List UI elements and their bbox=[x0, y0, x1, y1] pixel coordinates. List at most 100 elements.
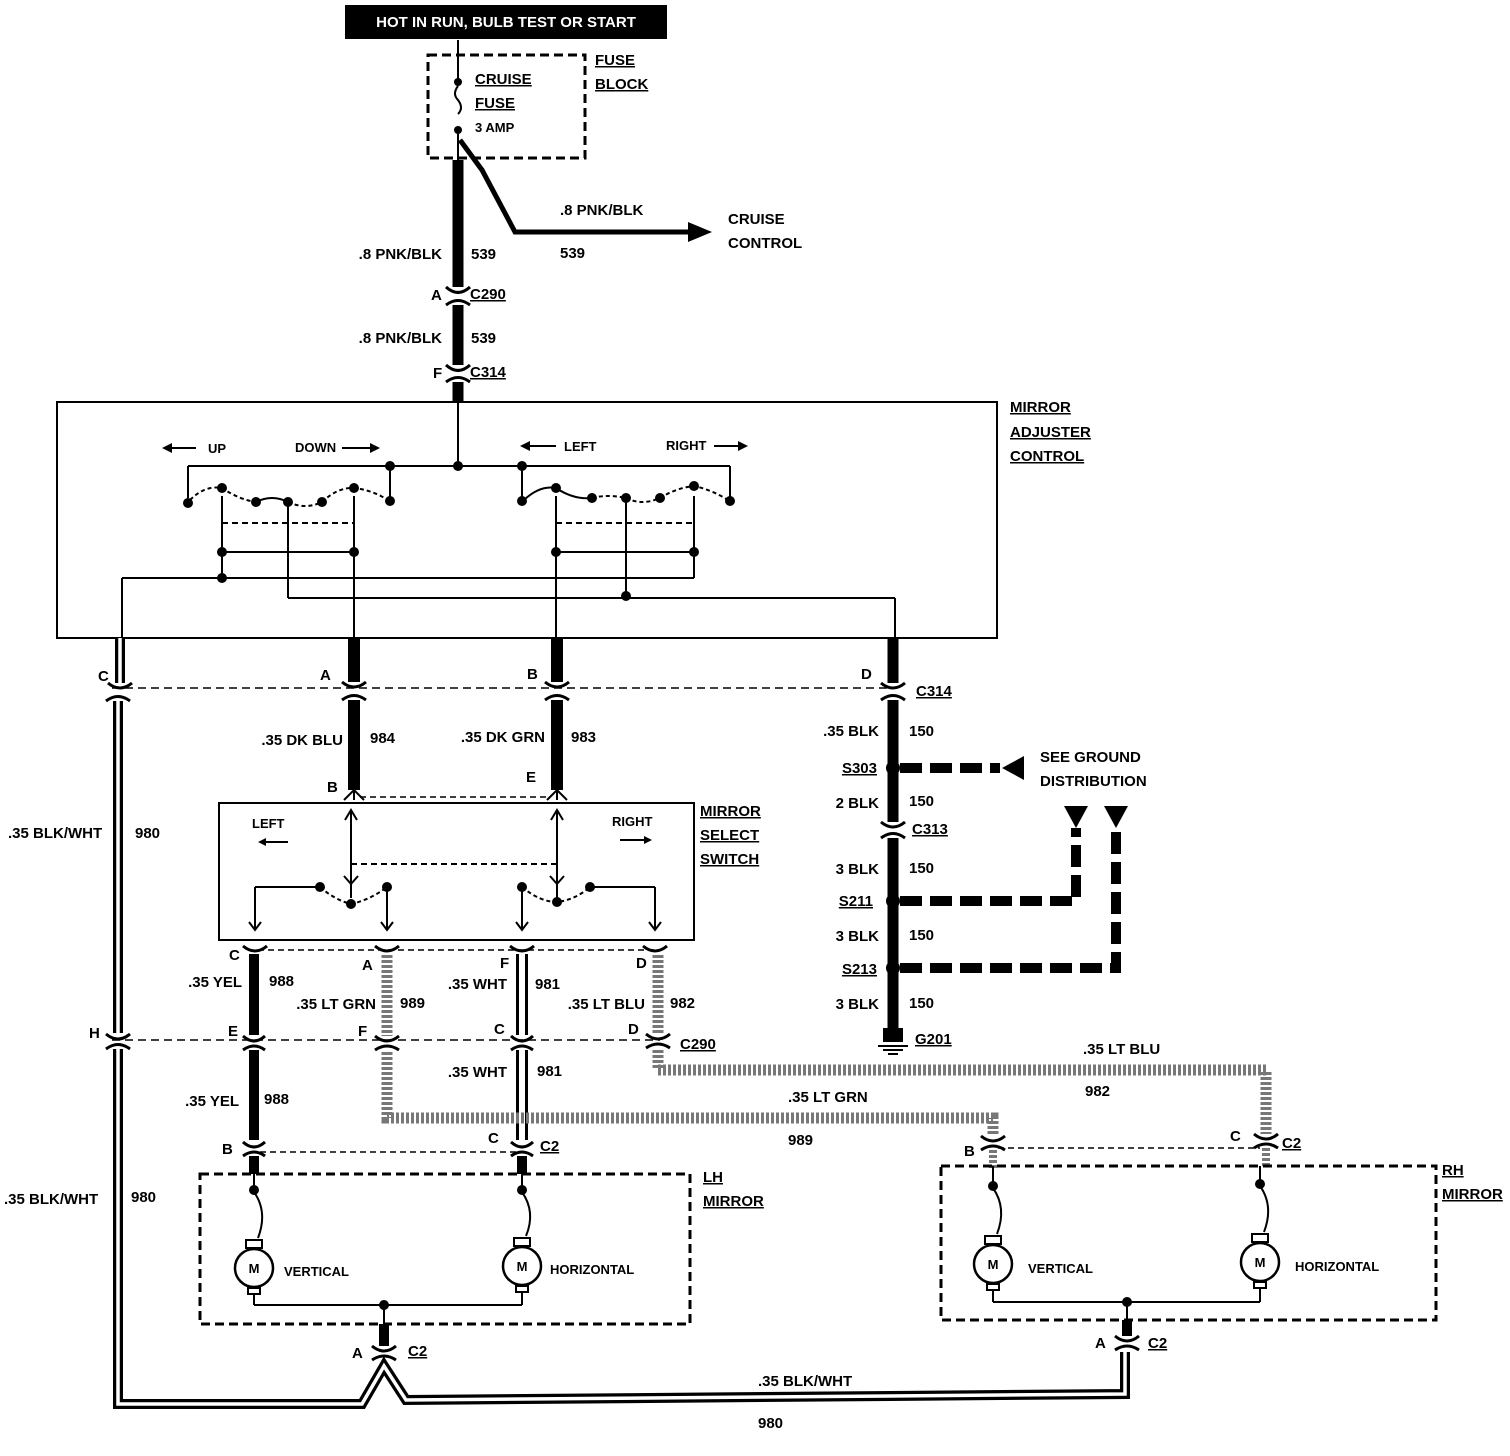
svg-text:M: M bbox=[249, 1261, 260, 1276]
svg-text:M: M bbox=[988, 1257, 999, 1272]
c290-pin-h: H bbox=[89, 1025, 100, 1042]
banner-text: HOT IN RUN, BULB TEST OR START bbox=[376, 14, 636, 31]
wire-981-color-2: .35 WHT bbox=[448, 1064, 507, 1081]
wire-150-circuit-3: 150 bbox=[909, 860, 934, 877]
adjuster-title-2: ADJUSTER bbox=[1010, 424, 1091, 441]
sw-pin-d: D bbox=[636, 955, 647, 972]
c314-pin-c: C bbox=[98, 668, 109, 685]
switch-left-label: LEFT bbox=[252, 816, 285, 831]
c290-pin-c: C bbox=[494, 1021, 505, 1038]
wire-150-color-2: 2 BLK bbox=[836, 795, 880, 812]
c2-lh-pin-a: A bbox=[352, 1345, 363, 1362]
lh-horizontal-label: HORIZONTAL bbox=[550, 1262, 634, 1277]
feed-circuit-1: 539 bbox=[471, 246, 496, 263]
wire-982-color-1: .35 LT BLU bbox=[568, 996, 645, 1013]
wire-989: .35 LT GRN 989 .35 LT GRN 989 bbox=[296, 955, 999, 1149]
ground-distribution: SEE GROUND DISTRIBUTION bbox=[900, 749, 1147, 973]
c290-pin-d: D bbox=[628, 1021, 639, 1038]
switch-title-1: MIRROR bbox=[700, 803, 761, 820]
wire-983: .35 DK GRN 983 bbox=[461, 638, 596, 790]
c2-rh-lower-label: C2 bbox=[1148, 1335, 1167, 1352]
wire-989-color-1: .35 LT GRN bbox=[296, 996, 376, 1013]
feed-wire-label-1: .8 PNK/BLK bbox=[359, 246, 443, 263]
rh-mirror-title-1: RH bbox=[1442, 1162, 1464, 1179]
cruise-circuit-label: 539 bbox=[560, 245, 585, 262]
wire-989-circuit-1: 989 bbox=[400, 995, 425, 1012]
wire-150-color-4: 3 BLK bbox=[836, 928, 880, 945]
feed-wire: .8 PNK/BLK 539 A C290 .8 PNK/BLK 539 F C… bbox=[359, 160, 507, 402]
wire-981: .35 WHT 981 .35 WHT 981 C C2 bbox=[448, 954, 562, 1174]
c313-label: C313 bbox=[912, 821, 948, 838]
wire-980-color-3: .35 BLK/WHT bbox=[758, 1373, 852, 1390]
lh-vertical-motor-icon: M bbox=[233, 1239, 275, 1295]
adjuster-right-label: RIGHT bbox=[666, 438, 707, 453]
wire-980: .35 BLK/WHT 980 .35 BLK/WHT 980 .35 BLK/… bbox=[4, 638, 1167, 1432]
lh-mirror-title-1: LH bbox=[703, 1169, 723, 1186]
switch-right-label: RIGHT bbox=[612, 814, 653, 829]
c2-rh-connector: B C C2 bbox=[964, 1128, 1301, 1168]
c314-connector-row: C A B D C314 bbox=[98, 666, 953, 700]
cruise-wire-label: .8 PNK/BLK bbox=[560, 202, 644, 219]
c290-pin-e: E bbox=[228, 1023, 238, 1040]
c290-lower-label: C290 bbox=[680, 1036, 716, 1053]
ground-note-2: DISTRIBUTION bbox=[1040, 773, 1147, 790]
lh-mirror-title-2: MIRROR bbox=[703, 1193, 764, 1210]
c290-pin-a: A bbox=[431, 287, 442, 304]
adjuster-down-label: DOWN bbox=[295, 440, 336, 455]
c290-top-label: C290 bbox=[470, 286, 506, 303]
wire-980-circuit-1: 980 bbox=[135, 825, 160, 842]
lh-horizontal-motor-icon: M bbox=[501, 1237, 543, 1293]
wire-982-circuit-1: 982 bbox=[670, 995, 695, 1012]
adjuster-title-3: CONTROL bbox=[1010, 448, 1084, 465]
svg-text:M: M bbox=[1255, 1255, 1266, 1270]
wire-982: .35 LT BLU 982 .35 LT BLU 982 bbox=[568, 955, 1272, 1134]
sw-pin-c: C bbox=[229, 947, 240, 964]
c2-lh-lower-label: C2 bbox=[408, 1343, 427, 1360]
wire-981-color-1: .35 WHT bbox=[448, 976, 507, 993]
c2-lh-pin-b: B bbox=[222, 1141, 233, 1158]
svg-text:M: M bbox=[517, 1259, 528, 1274]
rh-mirror-title-2: MIRROR bbox=[1442, 1186, 1503, 1203]
feed-wire-label-2: .8 PNK/BLK bbox=[359, 330, 443, 347]
wire-983-color: .35 DK GRN bbox=[461, 729, 545, 746]
wire-988-circuit-1: 988 bbox=[269, 973, 294, 990]
fuse-block: CRUISE FUSE 3 AMP FUSE BLOCK bbox=[426, 40, 648, 160]
wire-984-color: .35 DK BLU bbox=[261, 732, 343, 749]
cruise-branch: .8 PNK/BLK 539 CRUISE CONTROL bbox=[457, 138, 802, 262]
mirror-select-switch: B E MIRROR SELECT SWITCH LEFT RIGHT bbox=[218, 769, 761, 941]
adjuster-up-label: UP bbox=[208, 441, 226, 456]
switch-pin-b: B bbox=[327, 779, 338, 796]
cruise-dest-2: CONTROL bbox=[728, 235, 802, 252]
mirror-adjuster-control: MIRROR ADJUSTER CONTROL UP DOWN LEFT RIG… bbox=[56, 399, 1091, 640]
fuse-block-title-1: FUSE bbox=[595, 52, 635, 69]
wire-150: .35 BLK 150 S303 2 BLK 150 C313 3 BLK 15… bbox=[823, 638, 952, 1055]
wire-989-circuit-2: 989 bbox=[788, 1132, 813, 1149]
wire-981-circuit-1: 981 bbox=[535, 976, 560, 993]
wire-150-circuit-2: 150 bbox=[909, 793, 934, 810]
c2-rh-top-label: C2 bbox=[1282, 1135, 1301, 1152]
c314-pin-d: D bbox=[861, 666, 872, 683]
c2-lh-top-label: C2 bbox=[540, 1138, 559, 1155]
adjuster-title-1: MIRROR bbox=[1010, 399, 1071, 416]
c2-rh-pin-a: A bbox=[1095, 1335, 1106, 1352]
wire-984-circuit: 984 bbox=[370, 730, 396, 747]
rh-vertical-motor-icon: M bbox=[972, 1235, 1014, 1291]
wire-150-circuit-5: 150 bbox=[909, 995, 934, 1012]
fuse-rating: 3 AMP bbox=[475, 120, 515, 135]
wire-980-color-1: .35 BLK/WHT bbox=[8, 825, 102, 842]
feed-circuit-2: 539 bbox=[471, 330, 496, 347]
switch-title-3: SWITCH bbox=[700, 851, 759, 868]
g201-label: G201 bbox=[915, 1031, 952, 1048]
wire-988: .35 YEL 988 .35 YEL 988 B bbox=[185, 954, 294, 1174]
wire-150-color-1: .35 BLK bbox=[823, 723, 879, 740]
wire-150-circuit-4: 150 bbox=[909, 927, 934, 944]
rh-mirror: RH MIRROR M M VERTICAL HORIZONTAL bbox=[939, 1162, 1503, 1322]
switch-title-2: SELECT bbox=[700, 827, 759, 844]
switch-pin-e: E bbox=[526, 769, 536, 786]
wire-988-circuit-2: 988 bbox=[264, 1091, 289, 1108]
c314-top-label: C314 bbox=[470, 364, 507, 381]
sw-pin-a: A bbox=[362, 957, 373, 974]
wire-988-color-2: .35 YEL bbox=[185, 1093, 239, 1110]
adjuster-left-label: LEFT bbox=[564, 439, 597, 454]
